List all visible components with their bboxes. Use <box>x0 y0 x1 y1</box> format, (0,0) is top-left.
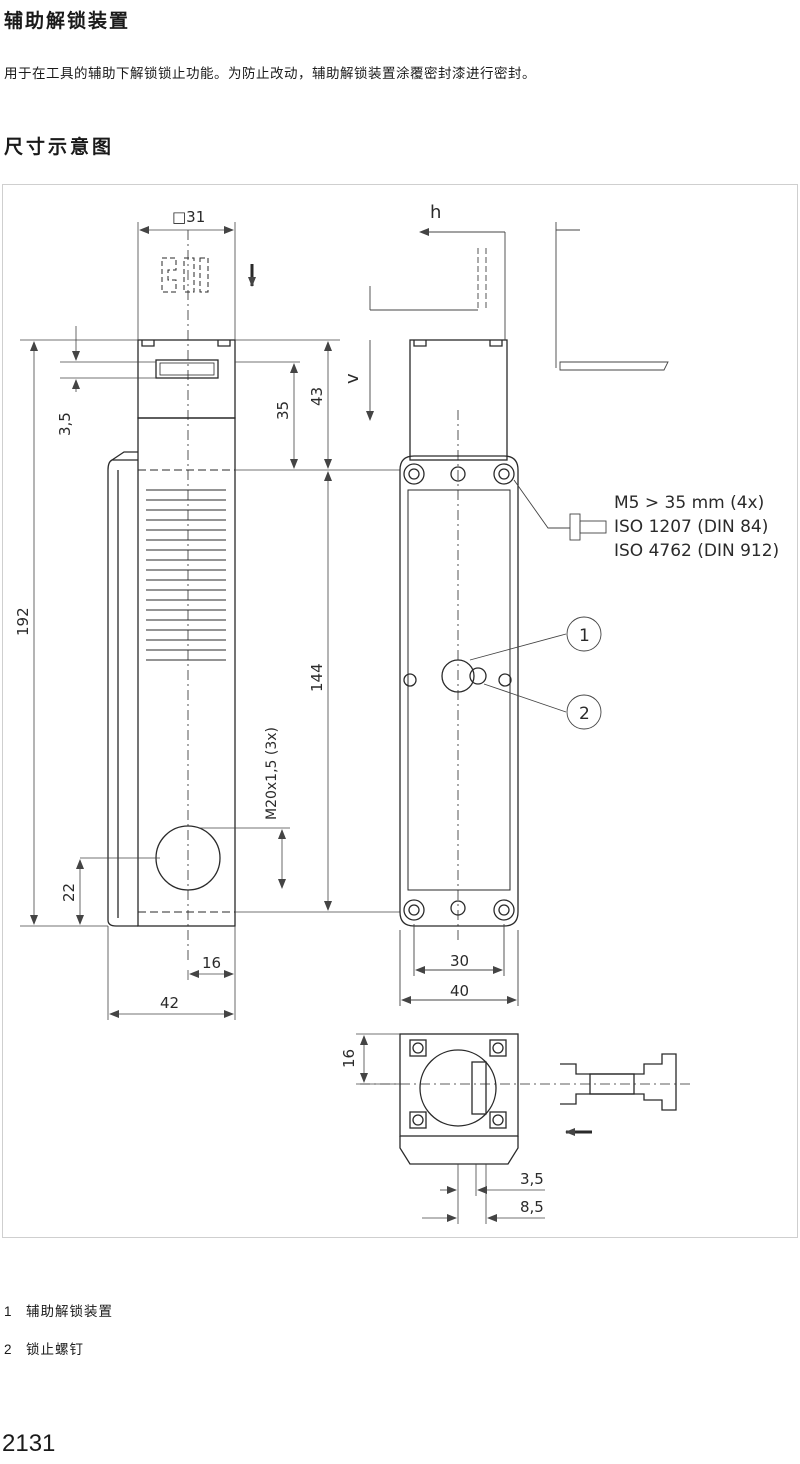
switch-head-left <box>137 339 236 419</box>
dim-35: 35 <box>274 401 292 420</box>
actuator-top <box>161 257 209 293</box>
section-title: 尺寸示意图 <box>4 136 115 158</box>
switch-body-center <box>399 455 519 927</box>
dim-b-3-5: 3,5 <box>520 1170 544 1188</box>
dim-3-5: 3,5 <box>56 412 74 436</box>
dim-42: 42 <box>160 994 179 1012</box>
label-h: h <box>430 202 441 223</box>
dim-16: 16 <box>202 954 221 972</box>
page-heading: 辅助解锁装置 <box>4 10 131 32</box>
dim-43: 43 <box>308 387 326 406</box>
dim-30: 30 <box>450 952 469 970</box>
label-v: v <box>342 373 363 384</box>
cooling-ribs <box>146 489 226 661</box>
switch-bottom-view <box>399 1033 519 1137</box>
screw-spec-3: ISO 4762 (DIN 912) <box>614 541 779 561</box>
switch-body-left <box>137 417 236 927</box>
mounting-holes <box>403 463 515 921</box>
actuator-side <box>560 1053 677 1111</box>
page-number: 2131 <box>2 1430 56 1457</box>
dim-top-width: □31 <box>172 208 205 226</box>
switch-head-center <box>409 339 508 461</box>
dim-40: 40 <box>450 982 469 1000</box>
dim-thread: M20x1,5 (3x) <box>264 727 280 820</box>
intro-text: 用于在工具的辅助下解锁锁止功能。为防止改动，辅助解锁装置涂覆密封漆进行密封。 <box>4 66 536 82</box>
drawing-frame <box>2 184 798 1238</box>
aux-release-dial <box>441 659 475 693</box>
dim-b-8-5: 8,5 <box>520 1198 544 1216</box>
callout-2: 2 <box>579 704 590 724</box>
dim-192: 192 <box>14 607 32 636</box>
dim-bottom-16: 16 <box>340 1049 358 1068</box>
screw-spec-2: ISO 1207 (DIN 84) <box>614 517 768 537</box>
dim-22: 22 <box>60 883 78 902</box>
screw-spec-1: M5 > 35 mm (4x) <box>614 493 764 513</box>
callout-1: 1 <box>579 626 590 646</box>
dim-144: 144 <box>308 663 326 692</box>
